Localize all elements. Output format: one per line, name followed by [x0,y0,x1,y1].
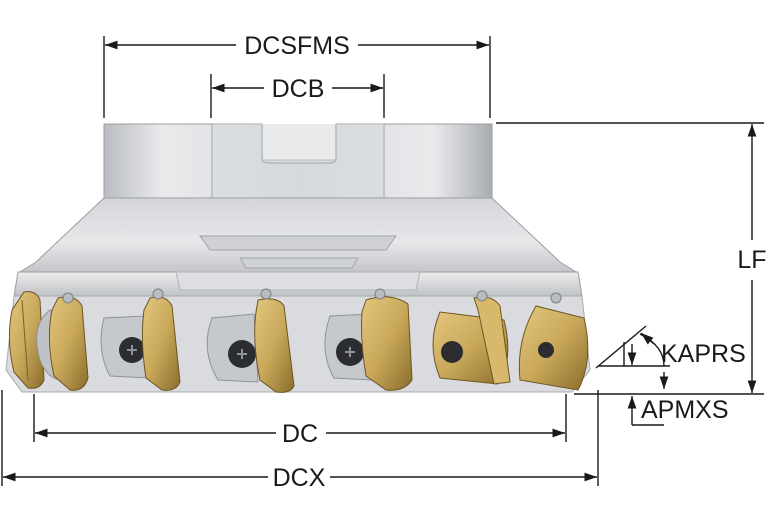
inserts [8,288,589,393]
insert-3 [100,288,181,391]
label-dcsfms: DCSFMS [244,32,350,60]
bore-step [199,235,397,269]
insert-5 [324,288,413,391]
label-dcx: DCX [273,464,326,492]
insert-7 [518,292,589,391]
label-dcb: DCB [272,75,325,103]
insert-2 [36,292,89,391]
label-lf: LF [737,246,766,274]
screw-6 [441,341,463,363]
label-dc: DC [282,420,318,448]
screw-7 [538,342,554,358]
kaprs-edge-line [595,325,647,369]
label-kaprs: KAPRS [661,340,746,368]
label-apmxs: APMXS [641,396,729,424]
insert-1 [8,291,45,389]
insert-6 [432,290,511,385]
dimension-labels: DCSFMS DCB LF KAPRS APMXS DC DCX [244,32,766,492]
insert-4 [206,288,295,393]
dimension-lines [1,36,764,486]
